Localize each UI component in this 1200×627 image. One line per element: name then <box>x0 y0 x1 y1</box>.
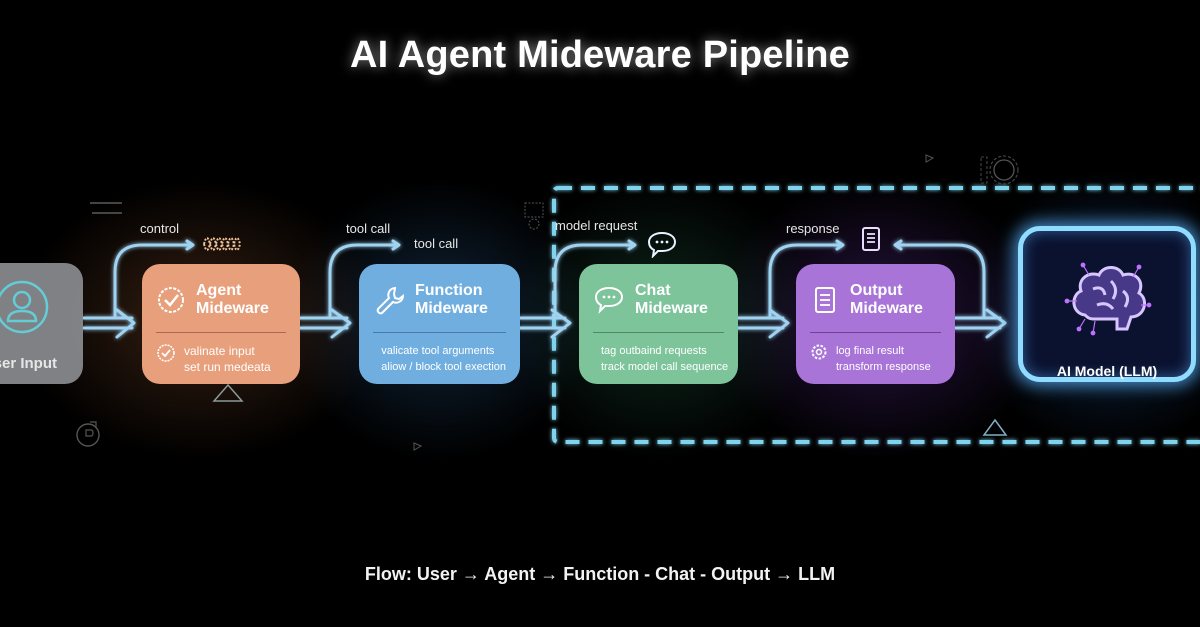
arrow-function-to-chat <box>518 308 572 339</box>
output-body-line: log final result <box>836 345 904 357</box>
scroll-icon <box>815 287 835 313</box>
agent-title-2: Mideware <box>196 300 269 317</box>
arrow-chat-to-output <box>736 308 790 339</box>
node-ai-model-llm[interactable]: AI Model (LLM) <box>1018 226 1196 382</box>
chat-body-line: tag outbaind requests <box>601 345 707 357</box>
arrow-output-to-llm <box>953 308 1007 339</box>
gear-outline-icon <box>980 155 1019 185</box>
agent-body-line: valinate input <box>184 344 255 358</box>
edge-label-model-request: model request <box>555 218 638 233</box>
function-title-1: Function <box>415 282 483 299</box>
function-body-line: aliow / block tool exection <box>381 361 506 373</box>
chat-bubble-icon <box>594 286 624 314</box>
output-body-line: transform response <box>836 361 931 373</box>
loop-response-left <box>768 243 844 318</box>
wrench-icon <box>376 286 405 315</box>
user-icon <box>0 280 49 334</box>
output-title-2: Mideware <box>850 300 923 317</box>
page-title: AI Agent Mideware Pipeline <box>350 34 850 76</box>
chip-icon <box>524 202 544 230</box>
chat-title-1: Chat <box>635 282 671 299</box>
divider <box>156 332 286 333</box>
output-title-1: Output <box>850 282 903 299</box>
function-title-2: Mideware <box>415 300 488 317</box>
chat-title-2: Mideware <box>635 300 708 317</box>
triangle-icon <box>212 383 244 402</box>
llm-label: AI Model (LLM) <box>1056 363 1158 379</box>
timer-icon <box>76 421 100 447</box>
divider <box>810 332 941 333</box>
edge-label-control: control <box>140 221 180 236</box>
chat-body-line: track model call sequence <box>601 361 729 373</box>
gear-icon <box>811 344 827 360</box>
chat-bubble-icon <box>647 231 677 258</box>
triangle-icon <box>982 418 1008 436</box>
edge-label-response: response <box>786 221 840 236</box>
arrow-user-to-agent <box>82 308 136 339</box>
divider <box>593 332 724 333</box>
edge-label-tool-call-1: tool call <box>346 221 391 236</box>
arrow-agent-to-function <box>298 308 352 339</box>
edge-label-tool-call-2: tool call <box>414 236 459 251</box>
function-body-line: valicate tool arguments <box>381 345 495 357</box>
check-circle-icon <box>157 344 175 362</box>
play-triangle-icon <box>925 154 934 163</box>
brain-icon <box>1064 262 1152 336</box>
loop-control <box>113 243 194 318</box>
agent-title-1: Agent <box>196 282 242 299</box>
flow-caption: Flow: User → Agent → Function - Chat - O… <box>364 564 836 584</box>
check-circle-icon <box>158 287 184 313</box>
loop-model-request <box>553 243 636 318</box>
waveform-icon <box>203 237 241 251</box>
menu-lines-icon <box>90 202 122 214</box>
agent-body-line: set run medeata <box>184 360 271 374</box>
node-user-input[interactable]: ser Input <box>0 263 83 384</box>
divider <box>373 332 506 333</box>
scroll-icon <box>862 227 880 251</box>
play-triangle-icon <box>413 442 422 451</box>
user-input-label: ser Input <box>0 355 57 372</box>
loop-response-right <box>894 243 986 318</box>
loop-tool-call <box>328 243 400 318</box>
